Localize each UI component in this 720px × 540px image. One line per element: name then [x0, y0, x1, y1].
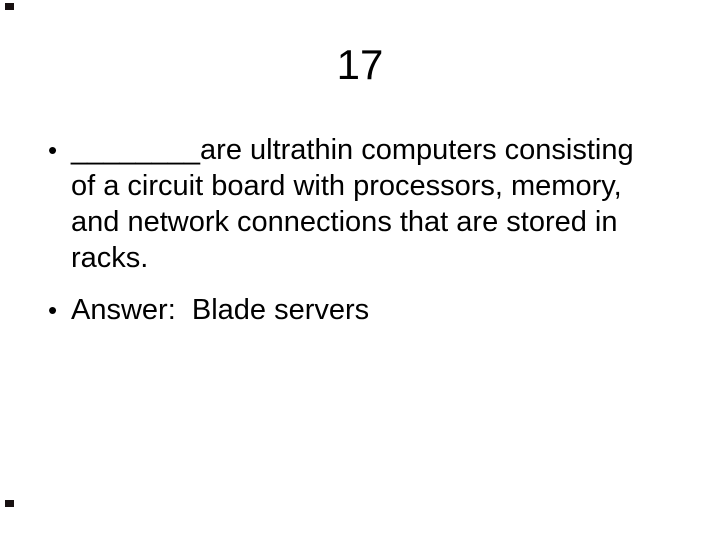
question-line-3: and network connections that are stored … — [71, 206, 618, 238]
slide-title: 17 — [336, 41, 384, 88]
corner-mark-bottom-left — [5, 500, 14, 507]
question-line-4: racks. — [71, 242, 149, 274]
slide-body: • ________are ultrathin computers consis… — [48, 132, 688, 328]
bullet-item-answer: • Answer: Blade servers — [48, 292, 688, 328]
bullet-text-answer: Answer: Blade servers — [71, 292, 688, 328]
answer-line: Answer: Blade servers — [71, 294, 370, 326]
corner-mark-top-left — [5, 3, 14, 10]
bullet-marker: • — [48, 135, 58, 165]
question-line-2: of a circuit board with processors, memo… — [71, 170, 622, 202]
question-line-1: ________are ultrathin computers consisti… — [71, 134, 634, 166]
bullet-text-question: ________are ultrathin computers consisti… — [71, 132, 688, 276]
bullet-marker: • — [48, 295, 58, 325]
bullet-item-question: • ________are ultrathin computers consis… — [48, 132, 688, 276]
